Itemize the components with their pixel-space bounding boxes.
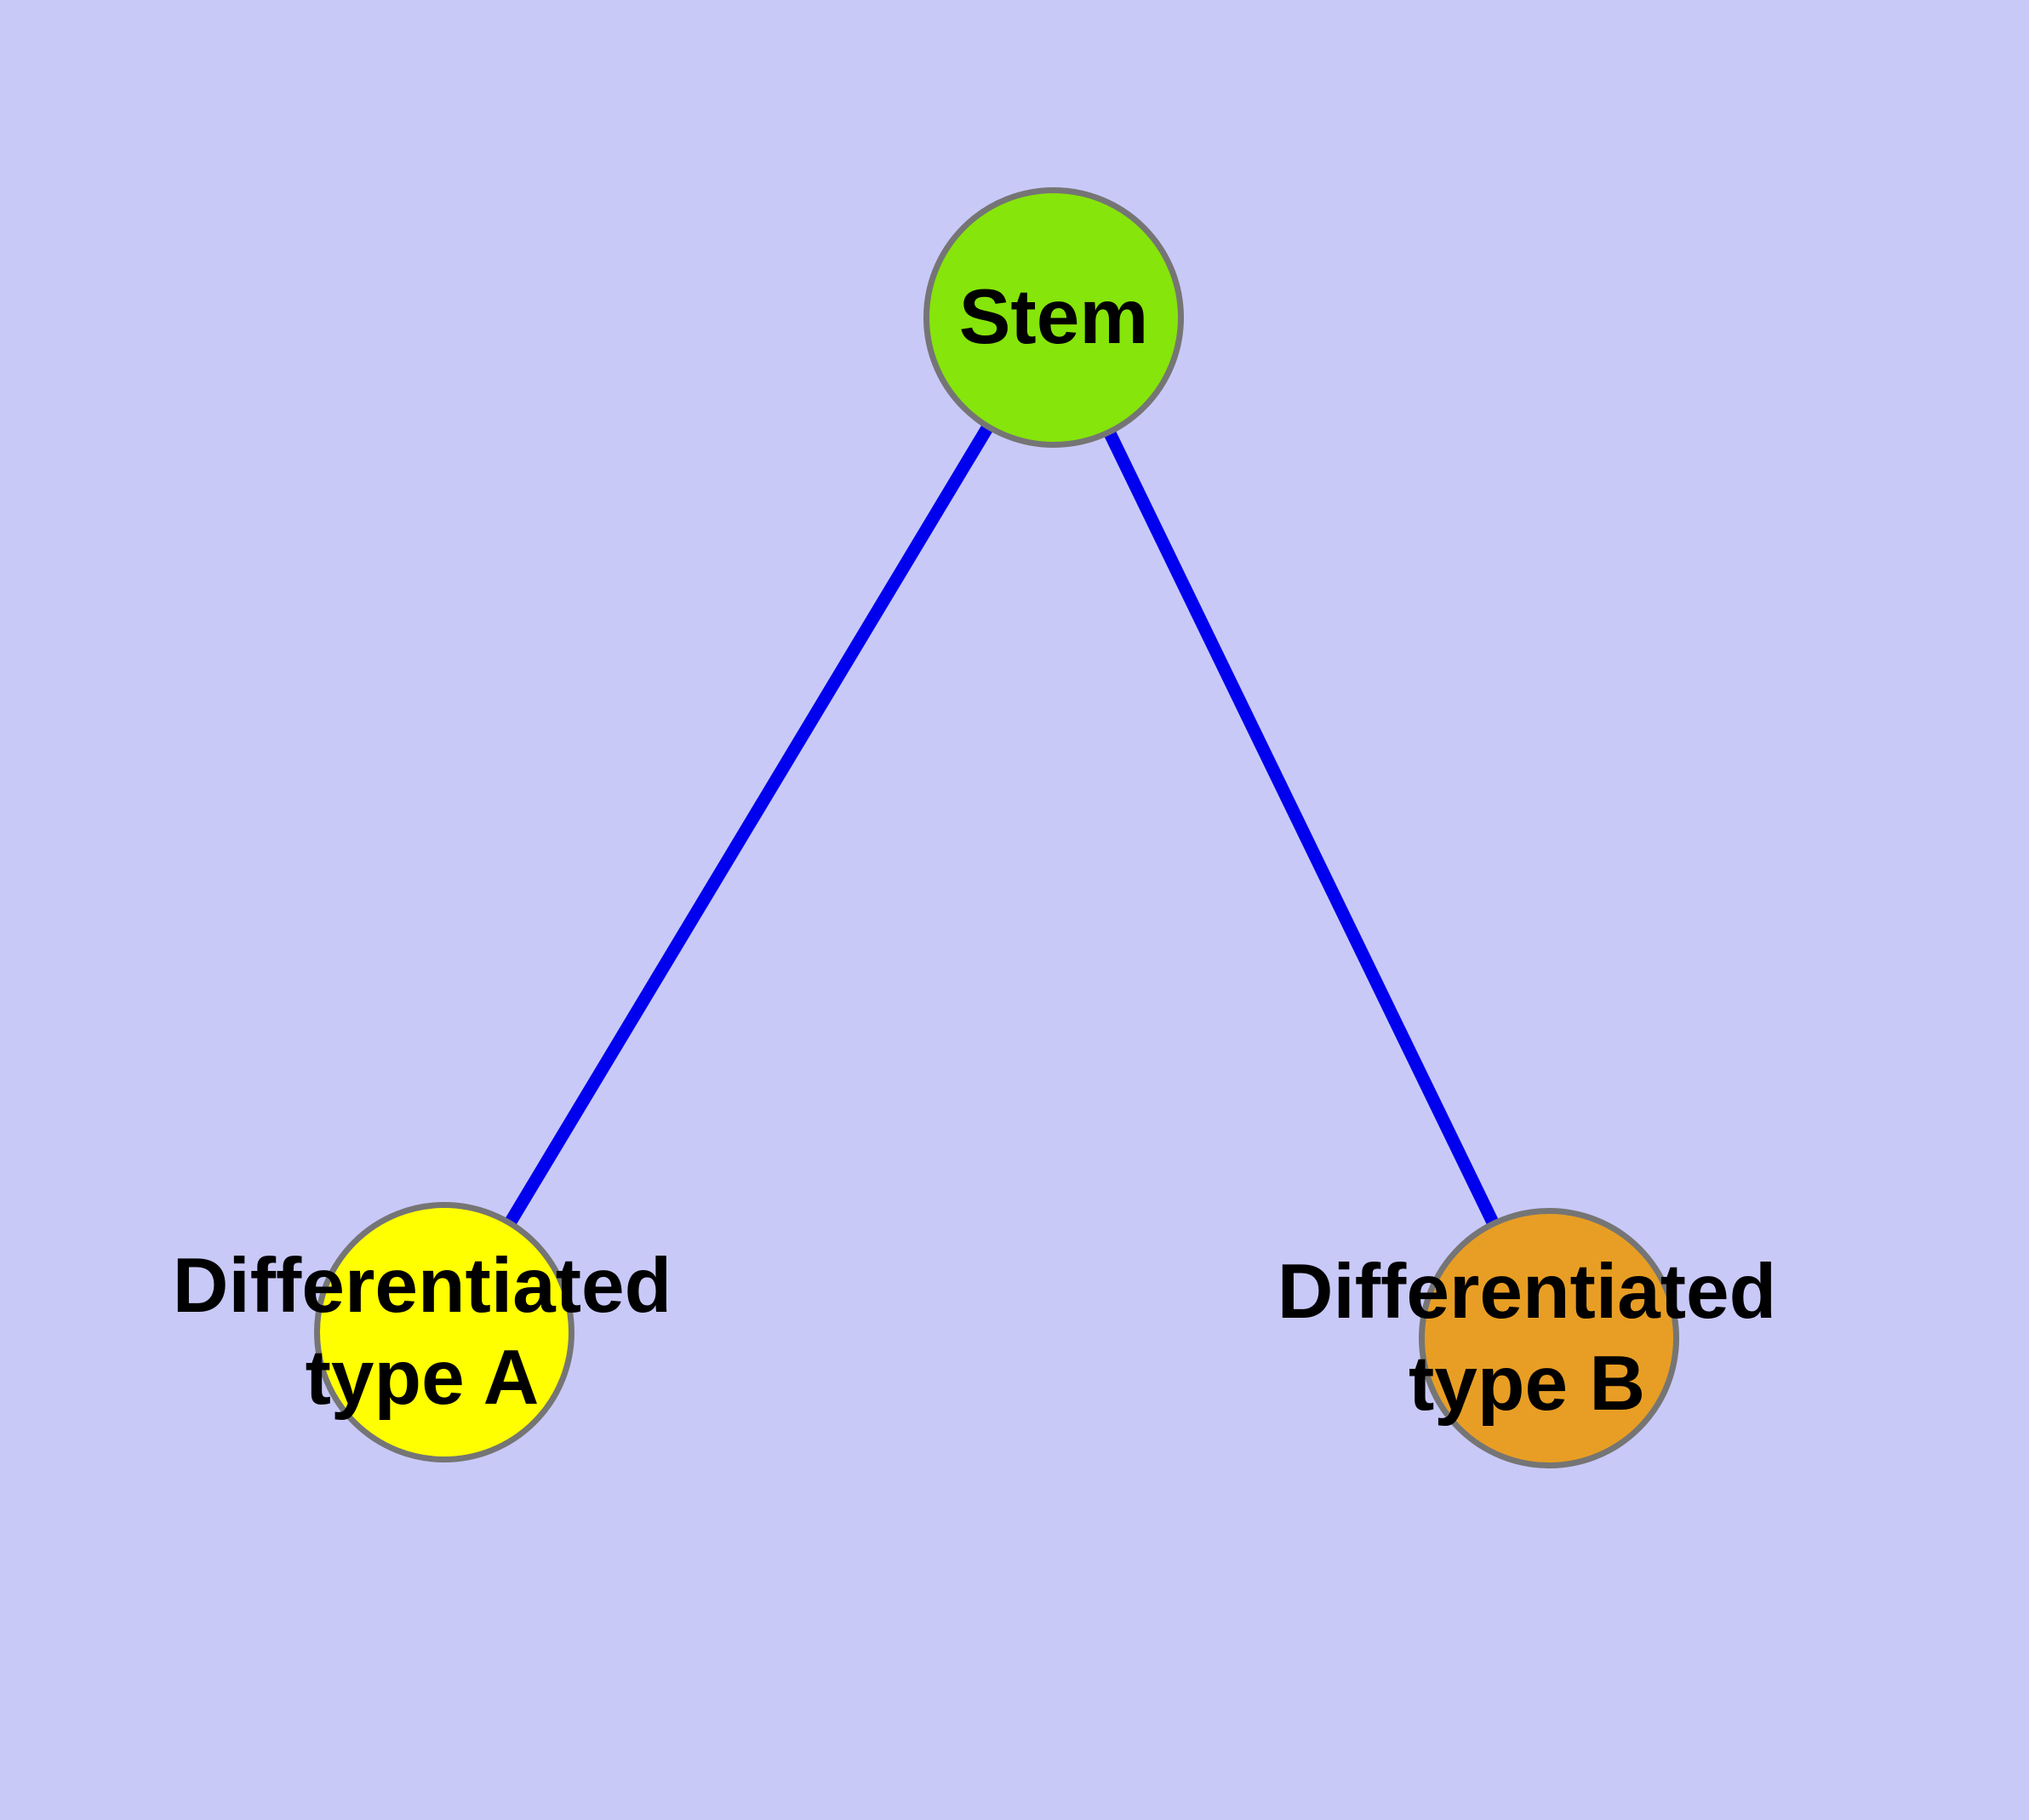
edge-stem-to-type-a[interactable] — [438, 314, 1060, 1336]
node-type-b-label-line2: type B — [1408, 1341, 1646, 1427]
node-type-a-label-line1: Differentiated — [172, 1243, 672, 1329]
node-type-a-label-line2: type A — [305, 1335, 540, 1421]
node-stem-label: Stem — [959, 272, 1149, 363]
node-type-b-label-line1: Differentiated — [1277, 1249, 1777, 1335]
node-stem-label-text: Stem — [958, 274, 1149, 360]
node-stem[interactable] — [923, 187, 1184, 448]
node-differentiated-type-a[interactable] — [314, 1202, 574, 1462]
node-type-b-label: Differentiated type B — [1277, 1246, 1777, 1430]
node-type-a-label: Differentiated type A — [173, 1240, 672, 1424]
node-differentiated-type-b[interactable] — [1419, 1208, 1679, 1468]
edge-stem-to-type-b[interactable] — [1048, 314, 1555, 1342]
